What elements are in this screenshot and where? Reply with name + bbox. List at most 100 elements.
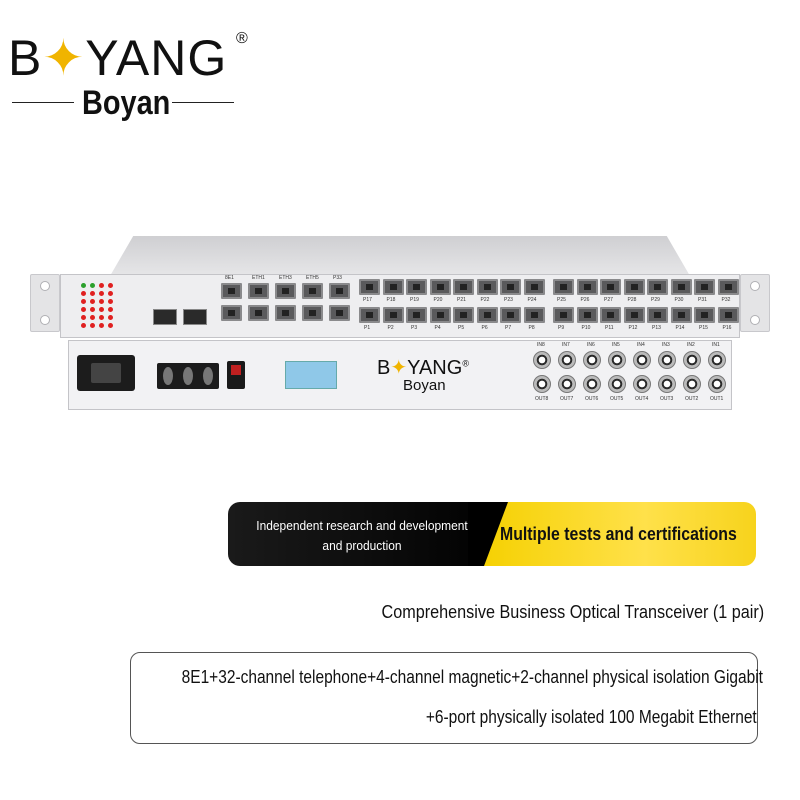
bnc-connector [533,351,551,369]
ethernet-port [275,283,296,299]
bnc-label: OUT5 [610,396,624,402]
bnc-label: OUT2 [685,396,699,402]
status-leds [81,283,141,333]
telephone-port [694,279,715,295]
status-led [108,291,113,296]
bnc-connector [583,351,601,369]
port-label: P29 [651,297,660,303]
status-led [81,299,86,304]
port-label: P24 [527,297,537,303]
registered-mark: ® [236,30,248,47]
telephone-port [406,307,427,323]
banner-right-text: Multiple tests and certifications [500,524,737,544]
bnc-connector [683,351,701,369]
ethernet-port [248,283,269,299]
logo-letters-yang: YANG [85,30,228,86]
telephone-port [670,279,692,295]
status-led [90,283,95,288]
telephone-port [453,307,474,323]
logo-divider-left [12,102,74,103]
telephone-port [553,279,574,295]
bnc-connector [558,375,576,393]
ethernet-port [248,305,269,321]
telephone-port [429,307,451,323]
port-label: P26 [580,297,590,303]
status-led [90,307,95,312]
telephone-port [359,307,380,323]
status-led [81,283,86,288]
telephone-port [382,307,404,323]
telephone-port [406,279,427,295]
spec-line-2: +6-port physically isolated 100 Megabit … [426,707,757,727]
bnc-label: OUT4 [635,396,649,402]
bnc-label: OUT6 [585,396,599,402]
status-led [81,291,86,296]
bnc-connector [633,375,651,393]
bnc-label: IN7 [562,342,570,348]
port-label: P28 [627,297,637,303]
port-label: P19 [410,297,419,303]
bnc-connector [608,375,626,393]
certification-label [285,361,337,389]
ethernet-port [275,305,296,321]
status-led [99,315,104,320]
terminal-block [157,363,219,389]
rack-ear-left [30,274,60,332]
logo-subtitle: Boyan [82,84,171,122]
bnc-label: OUT7 [560,396,574,402]
telephone-port [553,307,574,323]
port-label: P22 [480,297,490,303]
status-led [99,299,104,304]
ethernet-port [329,283,350,299]
bnc-label: OUT1 [710,396,724,402]
telephone-port [717,307,739,323]
ethernet-port [329,305,350,321]
port-label: P7 [505,325,512,331]
port-label: P15 [699,325,708,331]
rear-subtitle: Boyan [403,377,446,394]
port-label: P21 [457,297,466,303]
telephone-port [382,279,404,295]
telephone-port [476,307,498,323]
port-label: P3 [411,325,418,331]
bnc-label: IN6 [587,342,595,348]
port-label: P1 [364,325,371,331]
spec-line-1: 8E1+32-channel telephone+4-channel magne… [181,667,763,687]
eth-port-label: ETH3 [279,275,292,281]
status-led [90,291,95,296]
bnc-label: IN3 [662,342,670,348]
logo-divider-right [172,102,234,103]
logo-letter-b: B [8,30,43,86]
bnc-connector [683,375,701,393]
bnc-connector [583,375,601,393]
port-label: P9 [558,325,565,331]
bnc-label: IN8 [537,342,545,348]
port-label: P23 [504,297,513,303]
telephone-port [647,307,668,323]
telephone-port [429,279,451,295]
telephone-port [576,279,598,295]
port-label: P2 [387,325,394,331]
port-label: P32 [721,297,731,303]
logo-wordmark: B✦YANG [8,28,227,88]
status-led [108,283,113,288]
logo-star-icon: ✦ [42,30,86,86]
telephone-port [453,279,474,295]
port-label: P5 [458,325,465,331]
rack-ear-right [740,274,770,332]
status-led [81,315,86,320]
telephone-port [523,307,545,323]
telephone-port [476,279,498,295]
bnc-label: IN2 [687,342,695,348]
telephone-port [600,307,621,323]
eth-port-label: 8E1 [225,275,234,281]
port-label: P16 [722,325,732,331]
bnc-label: OUT8 [535,396,549,402]
port-label: P17 [363,297,372,303]
sfp-ports [153,309,213,331]
telephone-port [523,279,545,295]
port-label: P4 [434,325,441,331]
banner-left-panel [228,502,508,566]
eth-port-label: P33 [333,275,342,281]
status-led [90,299,95,304]
